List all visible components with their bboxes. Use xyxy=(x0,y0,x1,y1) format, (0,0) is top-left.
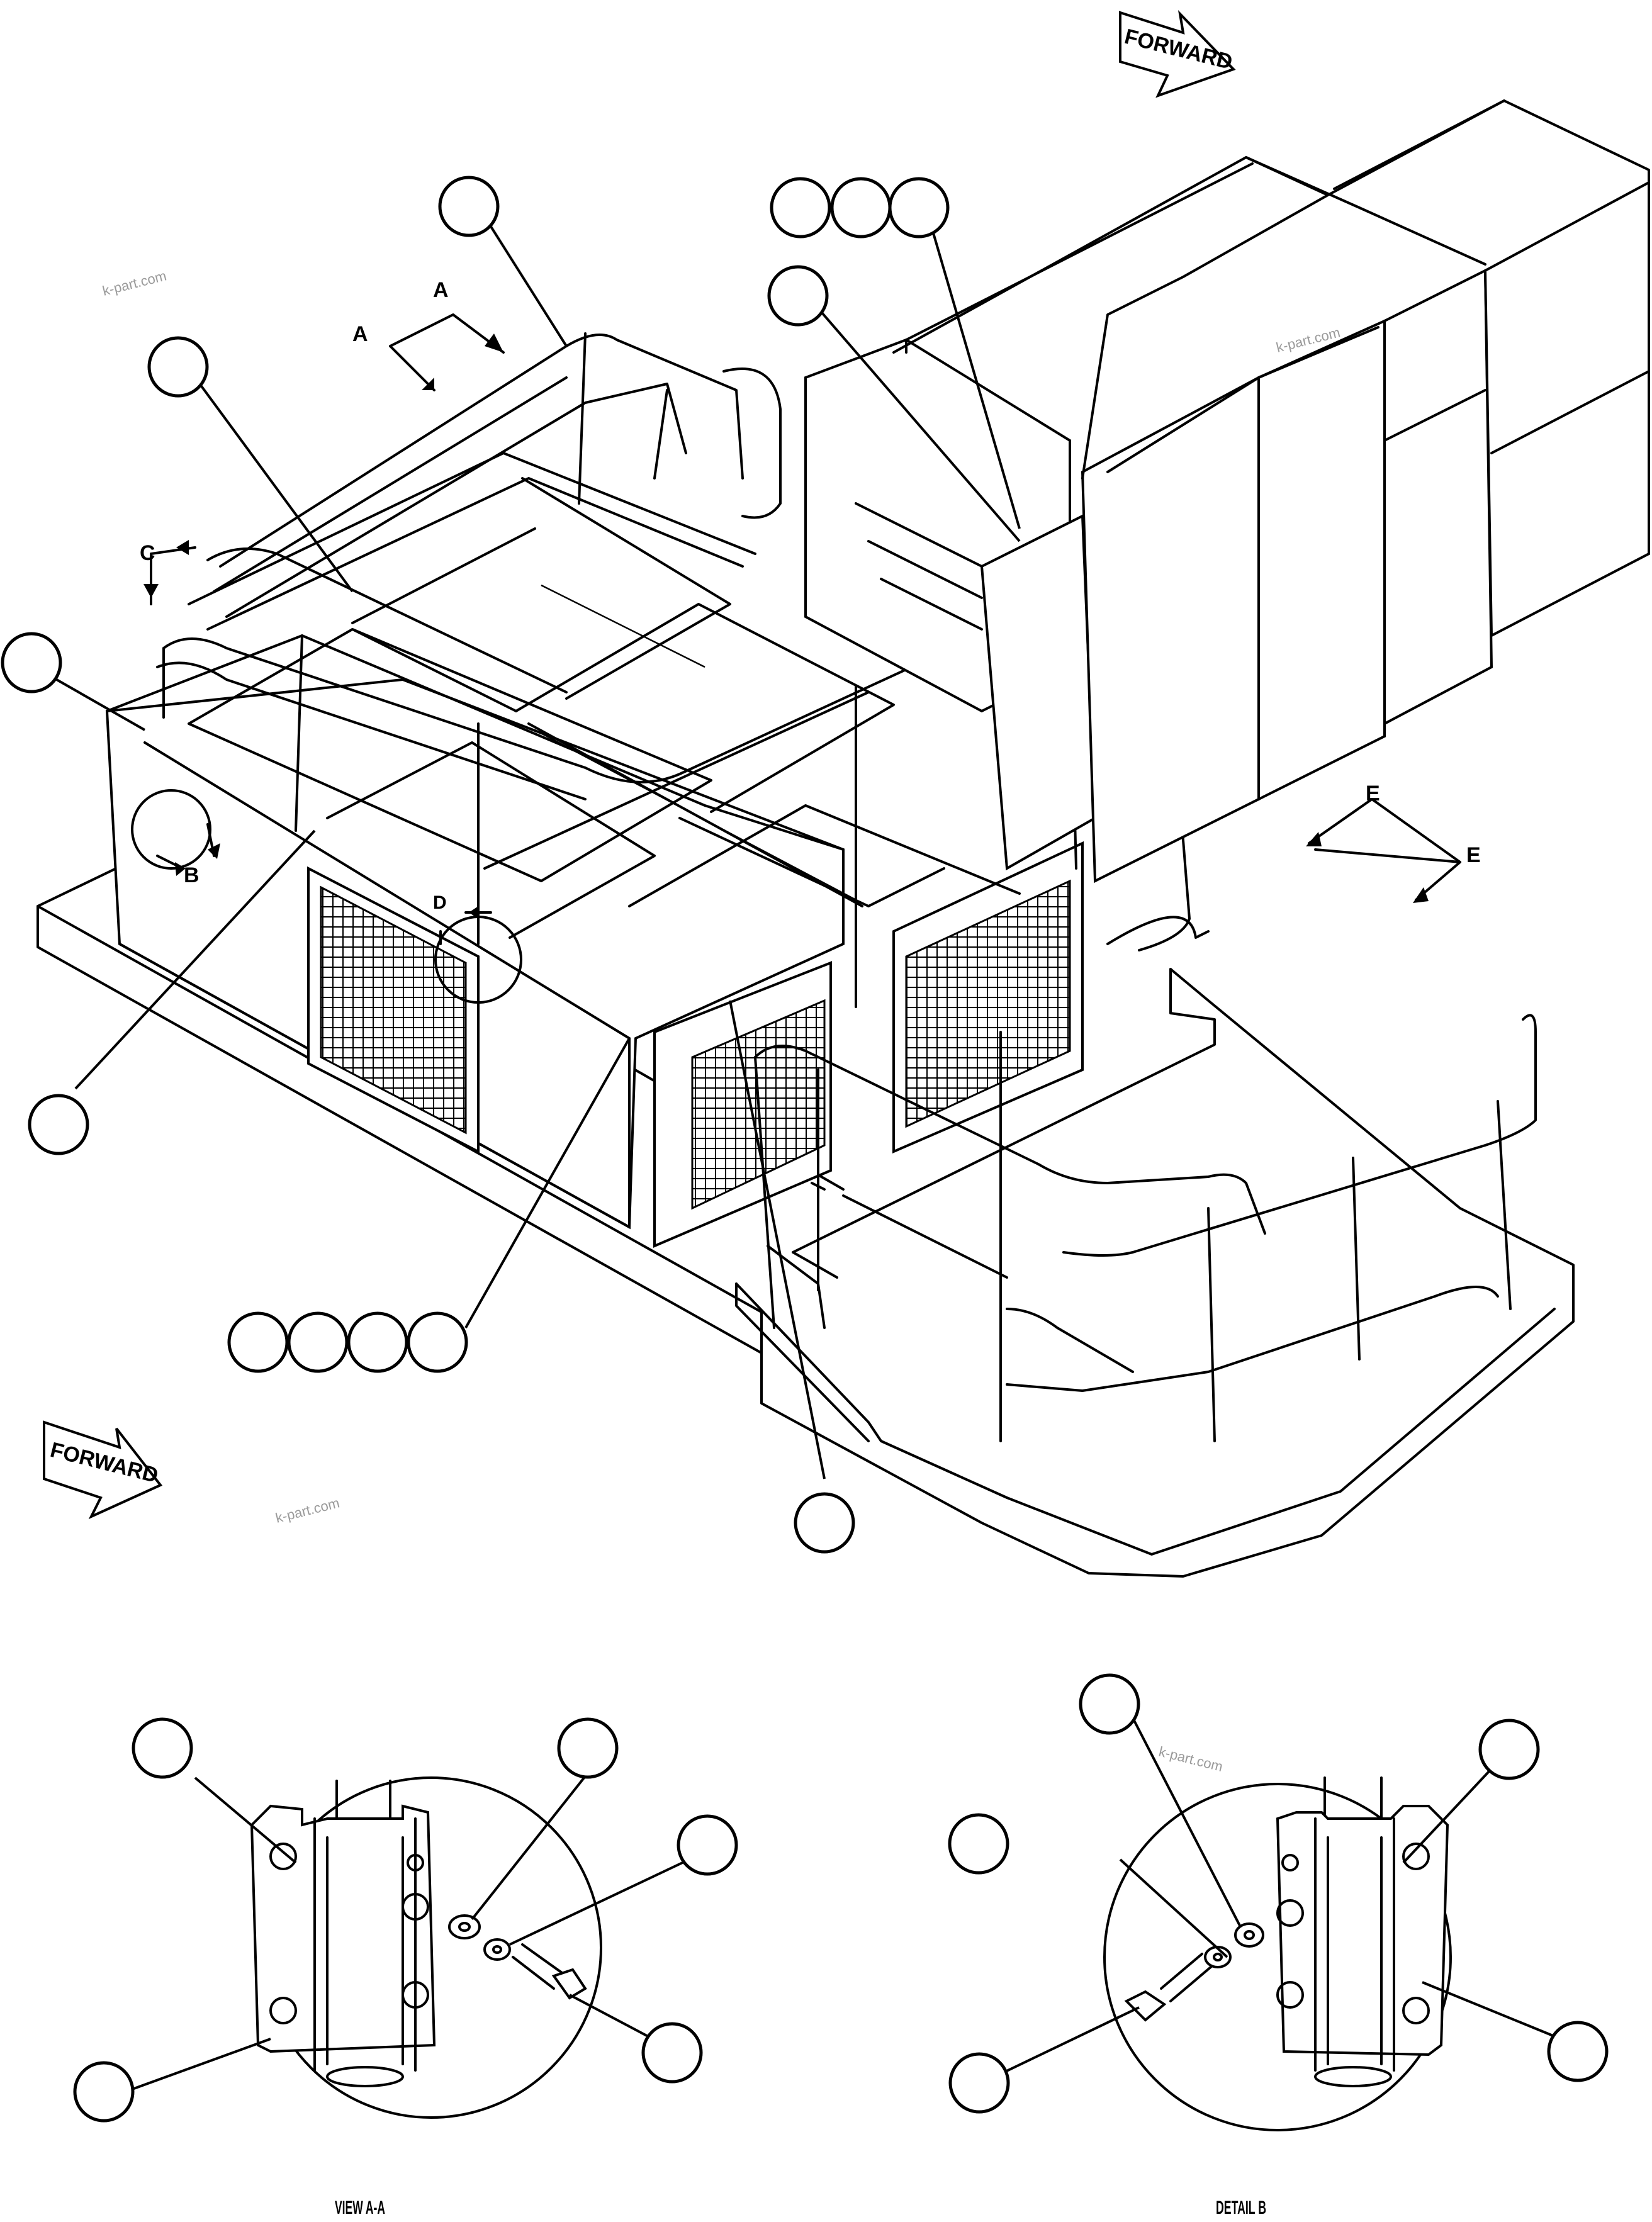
callout-balloon xyxy=(1,632,62,693)
view-letter-e1: E xyxy=(1366,782,1380,805)
detail-b: k-part.com DETAIL B xyxy=(948,1673,1609,2218)
view-letter-a1: A xyxy=(433,278,449,302)
detail-b-indicator xyxy=(131,789,211,870)
view-letter-e2: E xyxy=(1466,843,1481,867)
callout-balloon xyxy=(948,2052,1010,2114)
view-letter-c: C xyxy=(140,541,155,565)
main-callouts xyxy=(1,176,950,1554)
callout-balloon xyxy=(888,177,950,238)
watermark: k-part.com xyxy=(274,1495,341,1525)
detail-b-title: DETAIL B xyxy=(1216,2197,1266,2218)
right-cabinets xyxy=(804,99,1650,884)
forward-arrow-top: FORWARD xyxy=(1119,9,1236,98)
callout-balloon xyxy=(438,176,500,237)
callout-balloon xyxy=(677,1814,738,1876)
callout-balloon xyxy=(73,2061,135,2123)
view-arrows xyxy=(143,313,1461,945)
callout-balloon xyxy=(767,265,829,327)
watermark: k-part.com xyxy=(1157,1744,1225,1775)
callout-balloon xyxy=(1478,1719,1540,1780)
main-leaders xyxy=(56,225,1021,1479)
left-enclosure xyxy=(105,603,1084,1248)
forward-arrow-left: FORWARD xyxy=(43,1420,163,1520)
callout-balloon xyxy=(287,1311,349,1373)
upper-deck xyxy=(188,452,756,700)
callout-balloon xyxy=(1079,1673,1140,1735)
base-deck xyxy=(37,823,1575,1578)
callout-balloon xyxy=(1547,2021,1609,2082)
callout-balloon xyxy=(641,2022,703,2084)
view-letter-d: D xyxy=(433,892,447,913)
callout-balloon xyxy=(557,1717,619,1779)
callout-balloon xyxy=(770,177,831,238)
view-a-a: VIEW A-A xyxy=(73,1717,738,2218)
callout-balloon xyxy=(948,1813,1009,1875)
callout-balloon xyxy=(347,1311,408,1373)
callout-balloon xyxy=(227,1311,289,1373)
callout-balloon xyxy=(830,177,892,238)
callout-balloon xyxy=(147,336,209,398)
view-letter-a2: A xyxy=(352,322,368,346)
watermark: k-part.com xyxy=(101,267,168,298)
view-a-a-title: VIEW A-A xyxy=(335,2197,385,2218)
callout-balloon xyxy=(407,1311,468,1373)
view-letter-b: B xyxy=(184,863,199,887)
callout-balloon xyxy=(132,1717,193,1779)
callout-balloon xyxy=(794,1492,855,1554)
callout-balloon xyxy=(28,1094,89,1155)
main-assembly-view: A A C B D E E FORWARD FORWARD xyxy=(1,9,1650,1578)
